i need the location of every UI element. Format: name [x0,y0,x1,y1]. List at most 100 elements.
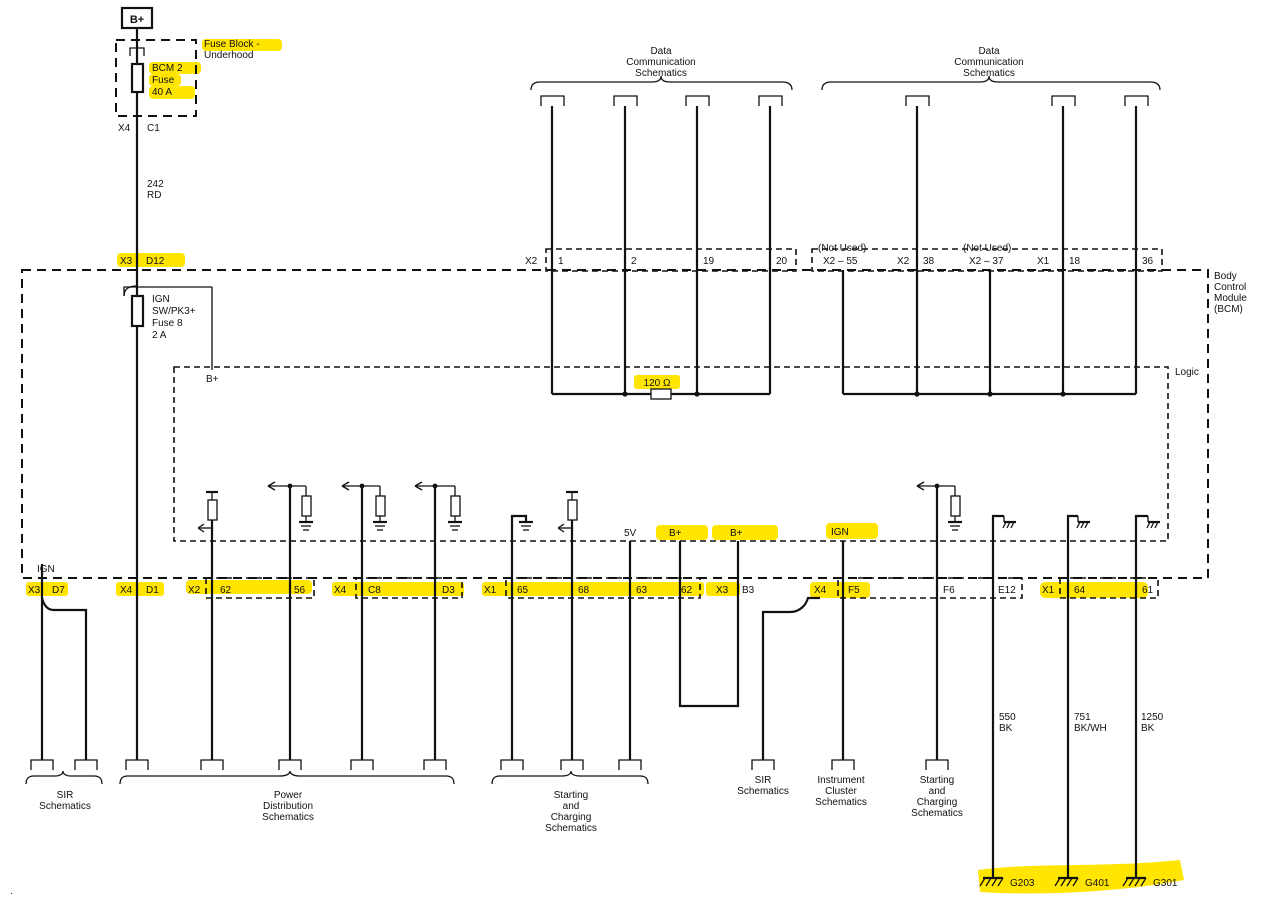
ign-bus-stub [123,286,150,296]
bottom-connector-strip: IGN X3 D7 X4 D1 X2 62 56 X4 C8 D3 X1 65 … [28,564,1159,599]
power-label-3: Schematics [262,812,314,823]
ground-550-color: BK [999,723,1013,734]
data-comm-left: Data Communication Schematics [530,46,793,394]
ign-fuse-line-2: SW/PK3+ [152,306,196,317]
top-connector-strip: X2 1 2 19 20 (Not Used) X2 – 55 X2 38 (N… [525,243,1163,272]
power-brace [119,770,455,785]
bcm-label-3: Module [1214,293,1247,304]
ic-label-3: Schematics [815,797,867,808]
bplus-source-label: B+ [130,14,144,26]
ground-1250-circuit: 1250 [1141,712,1164,723]
fuse-block-conn-x4: X4 [118,123,131,134]
bcm2-fuse-name: BCM 2 [152,63,183,74]
bottom-65: 65 [517,585,529,596]
bottom-56: 56 [294,585,306,596]
ign-fuse-line-3: Fuse 8 [152,318,183,329]
top-x2-37: X2 – 37 [969,256,1004,267]
ign-internal-label: IGN [831,527,849,538]
bcm-label-1: Body [1214,271,1237,282]
data-comm-right-1: Data [978,46,1000,57]
top-pin-20: 20 [776,256,788,267]
ground-550-circuit: 550 [999,712,1016,723]
feed-wire-242: 242 RD [135,116,164,268]
ground-751-circuit: 751 [1074,712,1091,723]
data-comm-right-brace [821,75,1161,91]
sir-label-1: SIR [57,790,74,801]
start-charge-1-line-1: Starting [554,790,588,801]
bcm-outline [21,269,1209,579]
bottom-62b: 62 [681,585,693,596]
power-label-2: Distribution [263,801,313,812]
ground-wires: 550 BK 751 BK/WH 1250 BK G203 G401 G301 [979,712,1178,889]
ign-fuse-line-4: 2 A [152,330,167,341]
ic-label-1: Instrument [817,775,864,786]
bottom-d1: D1 [146,585,159,596]
bplus-jumper-loop [678,541,740,708]
top-x2-55: X2 – 55 [823,256,858,267]
ground-g203: G203 [1010,878,1035,889]
ign-bottom-label: IGN [37,564,55,575]
fuse-block-underhood: Fuse Block - Underhood BCM 2 Fuse 40 A X… [115,39,260,134]
starting-brace [491,770,649,785]
data-comm-left-brace [530,75,793,91]
sir2-label-1: SIR [755,775,772,786]
data-comm-left-3: Schematics [635,68,687,79]
fuse-block-outline [115,39,197,117]
logic-outline [173,366,1169,542]
bottom-x4c: X4 [814,585,827,596]
highlight-marks [26,39,1184,894]
sir-brace [25,770,103,785]
bottom-62a: 62 [220,585,232,596]
top-not-used-2: (Not Used) [963,243,1011,254]
top-pin-38: 38 [923,256,935,267]
ic-label-2: Cluster [825,786,857,797]
start-charge-2-line-2: and [929,786,946,797]
bottom-d3: D3 [442,585,455,596]
top-pin-36: 36 [1142,256,1154,267]
logic-internals: 5V B+ B+ IGN [197,481,1160,872]
data-comm-left-1: Data [650,46,672,57]
bottom-61: 61 [1142,585,1154,596]
bottom-x2: X2 [188,585,201,596]
bcm-label-2: Control [1214,282,1246,293]
bottom-e12: E12 [998,585,1016,596]
top-pin-1: 1 [558,256,564,267]
bcm2-fuse-word: Fuse [152,75,175,86]
start-charge-2-line-1: Starting [920,775,954,786]
terminating-resistor [650,388,672,400]
bcm-entry-pin: D12 [146,256,165,267]
ground-1250-color: BK [1141,723,1155,734]
ign-fuse-line-1: IGN [152,294,170,305]
bottom-x1a: X1 [484,585,497,596]
bottom-x4a: X4 [120,585,133,596]
bcm2-fuse-rating: 40 A [152,87,172,98]
ign-fuse-symbol [130,294,145,328]
bottom-b3: B3 [742,585,755,596]
bottom-x3: X3 [28,585,41,596]
start-charge-1-line-4: Schematics [545,823,597,834]
bottom-x3b: X3 [716,585,729,596]
can-bus-logic: 120 Ω [552,270,1136,400]
start-charge-2-line-3: Charging [917,797,958,808]
ground-g401: G401 [1085,878,1110,889]
data-comm-right-3: Schematics [963,68,1015,79]
top-not-used-1: (Not Used) [818,243,866,254]
bottom-64: 64 [1074,585,1086,596]
data-comm-right: Data Communication Schematics [821,46,1161,394]
start-charge-2-line-4: Schematics [911,808,963,819]
fuse-block-label-1: Fuse Block - [204,39,260,50]
top-x2: X2 [525,256,538,267]
bottom-destination-labels: SIR Schematics Power Distribution Schema… [39,775,963,834]
five-volt-label: 5V [624,528,637,539]
data-comm-left-2: Communication [626,57,695,68]
bplus-a-label: B+ [669,528,682,539]
resistor-value: 120 Ω [644,378,671,389]
bottom-terminals [25,759,949,785]
bottom-x4b: X4 [334,585,347,596]
feed-wire-circuit: 242 [147,179,164,190]
ground-g301: G301 [1153,878,1178,889]
bcm2-fuse-symbol [130,62,145,94]
start-charge-1-line-3: Charging [551,812,592,823]
top-pin-19: 19 [703,256,715,267]
feed-wire-color: RD [147,190,161,201]
